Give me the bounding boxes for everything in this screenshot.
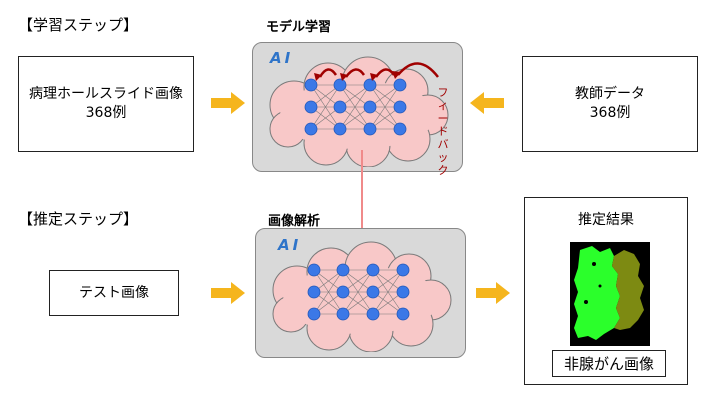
wsi-input-box: 病理ホールスライド画像 368例 [18,56,194,152]
image-analysis-title: 画像解析 [268,214,321,229]
test-image-label: テスト画像 [79,284,149,301]
model-learning-title: モデル学習 [266,20,332,35]
wsi-input-label: 病理ホールスライド画像 [29,86,183,103]
feedback-arrowheads [314,71,401,81]
tissue-olive-region [612,250,644,330]
network-nodes [307,263,410,321]
arrow-right-icon [476,282,510,304]
teacher-data-box: 教師データ 368例 [522,56,698,152]
tissue-green-region [574,246,620,340]
teacher-data-label: 教師データ [575,86,645,103]
arrow-right-icon [211,282,245,304]
feedback-label: フ ィ ー ド バ ッ ク [437,86,449,177]
arrow-right-icon [211,92,245,114]
neural-network-inference [272,241,452,352]
neural-network-learning [269,56,449,167]
result-title: 推定結果 [578,212,634,228]
arrow-left-icon [470,92,504,114]
model-connector-line [361,150,363,250]
result-classification-badge: 非腺がん画像 [552,350,666,377]
result-tissue-image [570,242,650,346]
test-image-box: テスト画像 [49,270,179,316]
inference-step-label: 【推定ステップ】 [18,210,139,228]
ai-label-inference: AI [278,236,302,254]
network-nodes [304,78,407,136]
wsi-input-count: 368例 [85,105,127,121]
learning-step-label: 【学習ステップ】 [18,16,139,34]
ai-label-learning: AI [270,49,294,67]
teacher-data-count: 368例 [589,105,631,121]
